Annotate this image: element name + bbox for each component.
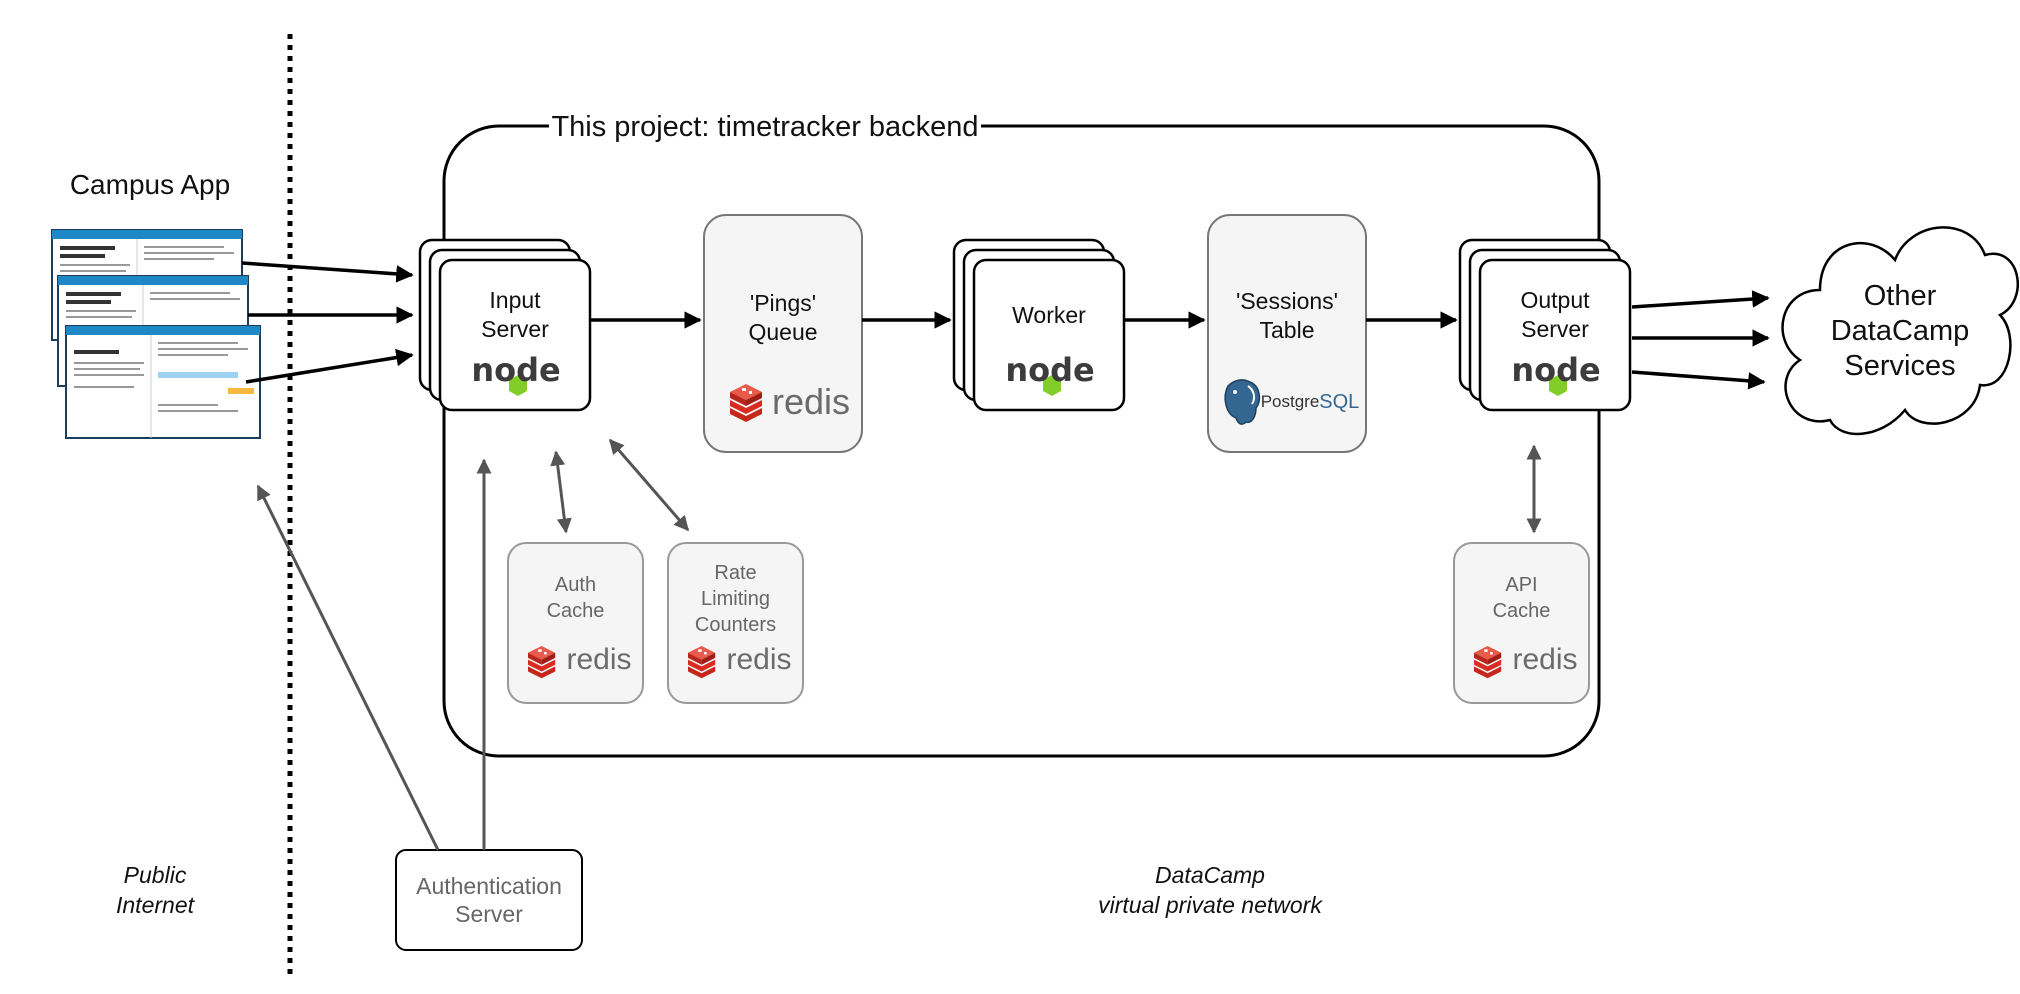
rate-limiting-label: Rate Limiting Counters	[694, 562, 777, 636]
node-logo-input: node	[471, 351, 561, 389]
redis-logo-api-cache	[1474, 646, 1502, 679]
worker-label: Worker	[1012, 301, 1086, 328]
flow-arrows	[241, 261, 1770, 390]
output-server-label: Output Server	[1520, 287, 1590, 342]
node-logo-worker: node	[1005, 351, 1095, 389]
public-internet-label: Public Internet	[116, 862, 194, 918]
redis-logo-pings	[730, 384, 762, 422]
campus-app-title: Campus App	[69, 169, 231, 200]
sessions-table-label: 'Sessions' Table	[1235, 288, 1339, 343]
node-logo-output: node	[1511, 351, 1601, 389]
campus-app-screens	[51, 229, 261, 439]
redis-wordmark-auth-cache: redis	[566, 643, 632, 676]
postgres-elephant-icon	[1224, 379, 1261, 425]
arrow-output-to-services-3	[1631, 370, 1766, 390]
input-server-stack	[418, 238, 592, 412]
other-services-label: Other DataCamp Services	[1830, 279, 1970, 382]
redis-logo-rate-limiting	[688, 646, 716, 679]
grey-arrows	[256, 438, 1542, 851]
worker-stack	[952, 238, 1126, 412]
pings-queue-label: 'Pings' Queue	[748, 290, 818, 345]
arrow-auth-to-public	[256, 484, 440, 851]
arrow-app-to-input-1	[241, 261, 414, 283]
arrow-output-to-services-1	[1631, 290, 1770, 309]
campus-screen-3	[65, 325, 261, 439]
output-server-stack	[1458, 238, 1632, 412]
arrow-input-rate-limiting	[608, 438, 690, 532]
other-services-cloud	[1781, 226, 2019, 436]
authentication-server-label: Authentication Server	[416, 873, 562, 927]
project-title: This project: timetracker backend	[549, 110, 981, 144]
api-cache-label: API Cache	[1492, 574, 1551, 622]
redis-logo-auth-cache	[528, 646, 556, 679]
input-server-label: Input Server	[481, 287, 549, 342]
redis-wordmark-api-cache: redis	[1512, 643, 1578, 676]
redis-wordmark-rate-limiting: redis	[726, 643, 792, 676]
arrow-app-to-input-3	[245, 348, 414, 384]
authentication-server-box	[395, 849, 583, 951]
arrow-input-auth-cache	[550, 450, 572, 534]
redis-wordmark-pings: redis	[771, 381, 851, 422]
datacamp-vpn-label: DataCamp virtual private network	[1098, 862, 1322, 918]
auth-cache-label: Auth Cache	[546, 574, 605, 622]
project-boundary	[442, 124, 1601, 758]
